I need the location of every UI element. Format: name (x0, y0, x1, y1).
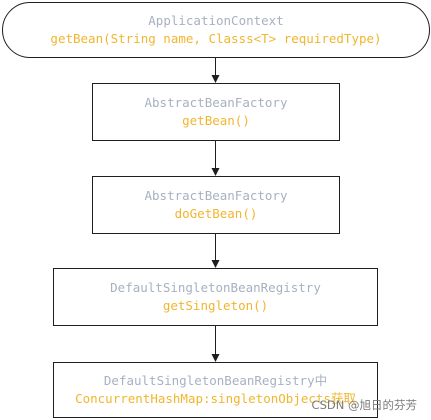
node-class-name: AbstractBeanFactory (144, 188, 288, 203)
node-class-name: DefaultSingletonBeanRegistry (110, 280, 321, 295)
node-method: getBean() (182, 113, 250, 128)
application-context-node: ApplicationContext getBean(String name, … (2, 2, 430, 58)
node-class-name: DefaultSingletonBeanRegistry中 (103, 373, 328, 388)
abstract-bean-factory-dogetbean-node: AbstractBeanFactory doGetBean() (92, 176, 340, 234)
singleton-objects-map-node: DefaultSingletonBeanRegistry中 Concurrent… (53, 362, 378, 418)
node-method: ConcurrentHashMap:singletonObjects获取 (75, 391, 356, 406)
node-class-name: ApplicationContext (148, 13, 284, 28)
node-method: getBean(String name, Classs<T> requiredT… (50, 31, 382, 46)
node-class-name: AbstractBeanFactory (144, 95, 288, 110)
node-method: getSingleton() (162, 298, 269, 313)
node-method: doGetBean() (174, 206, 258, 221)
default-singleton-registry-getsingleton-node: DefaultSingletonBeanRegistry getSingleto… (53, 268, 378, 326)
watermark: CSDN @旭日的芬芳 (311, 398, 417, 412)
abstract-bean-factory-getbean-node: AbstractBeanFactory getBean() (92, 83, 340, 141)
